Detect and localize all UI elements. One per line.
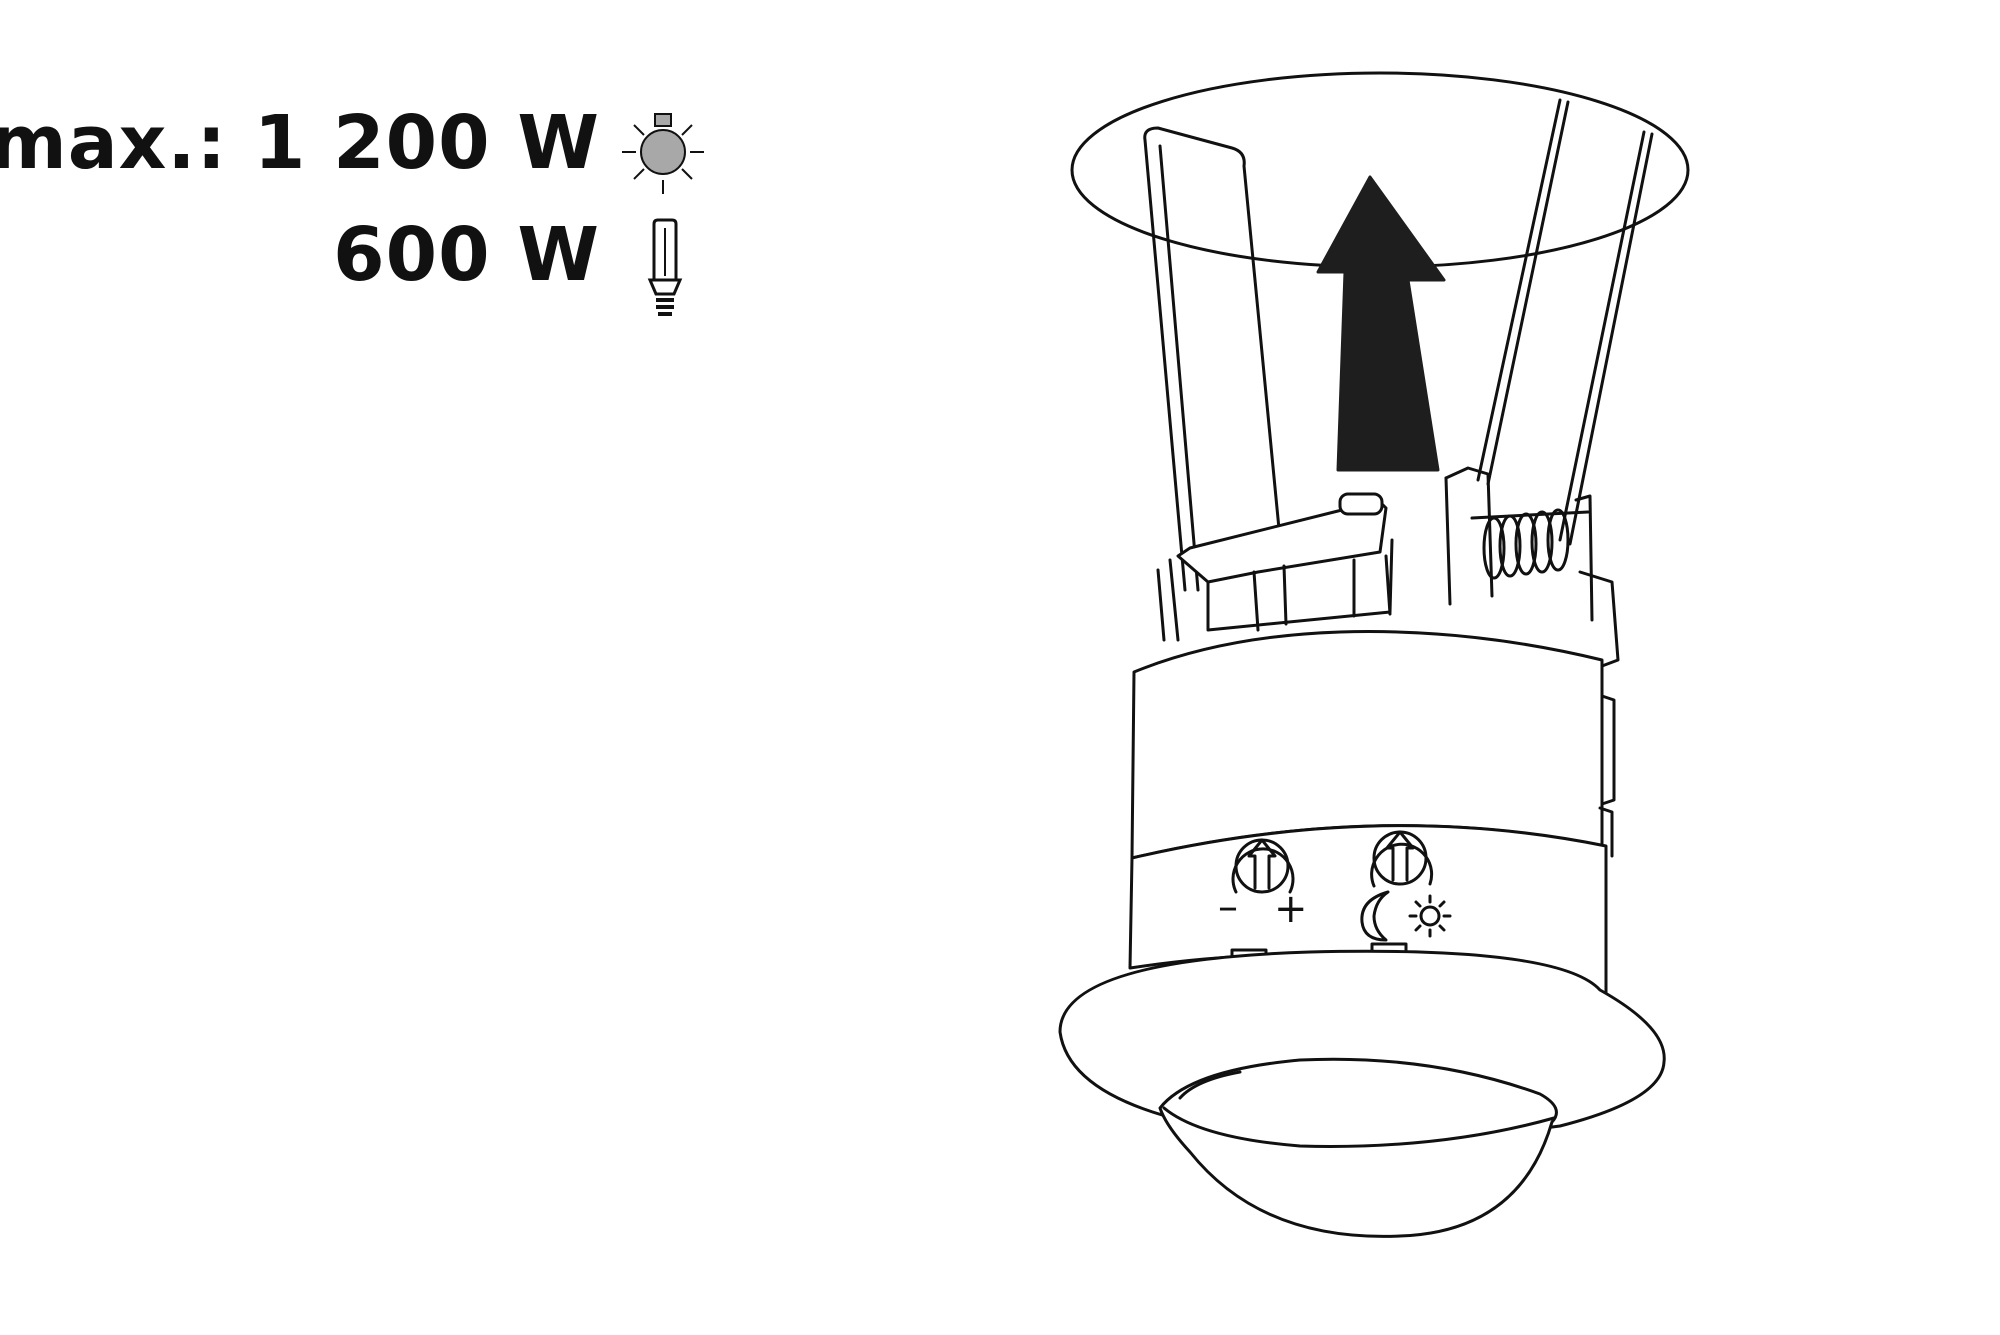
left-spring-clip — [1143, 126, 1284, 592]
moon-icon — [1360, 890, 1390, 942]
incandescent-bulb-icon — [622, 113, 704, 194]
compact-fluorescent-lamp-icon — [647, 218, 683, 316]
right-spring-clip — [1476, 98, 1562, 482]
load-ratings: max.: 1 200 W 600 W — [0, 0, 704, 340]
cfl-max-load: 600 W — [333, 212, 600, 298]
spring-coil — [1482, 508, 1570, 580]
sensitivity-plus-label: + — [1274, 886, 1308, 932]
push-up-arrow-icon — [1316, 175, 1446, 472]
sun-icon — [1408, 894, 1452, 938]
lux-dial[interactable] — [1370, 830, 1434, 888]
sensitivity-dial[interactable] — [1231, 838, 1295, 894]
incandescent-max-load: max.: 1 200 W — [0, 100, 600, 186]
sensitivity-minus-label: – — [1218, 884, 1238, 930]
sensor-lens-dome — [1158, 1057, 1558, 1238]
sensor-body-upper — [1130, 630, 1604, 860]
mounting-bracket — [1176, 496, 1388, 584]
